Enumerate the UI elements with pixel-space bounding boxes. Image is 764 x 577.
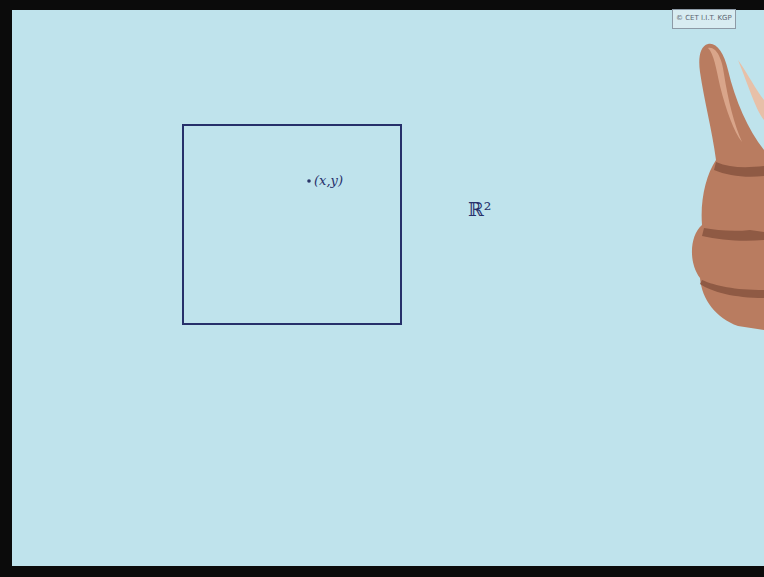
presenter-hand [692, 44, 764, 330]
logo-box: © CET I.I.T. KGP [672, 9, 736, 29]
space-label: ℝ² [468, 198, 491, 220]
square-region: (x,y) [182, 124, 402, 325]
logo-text: © CET I.I.T. KGP [676, 15, 732, 23]
point-dot [307, 179, 311, 183]
slide-ground [12, 10, 764, 566]
point-label: (x,y) [314, 173, 343, 188]
